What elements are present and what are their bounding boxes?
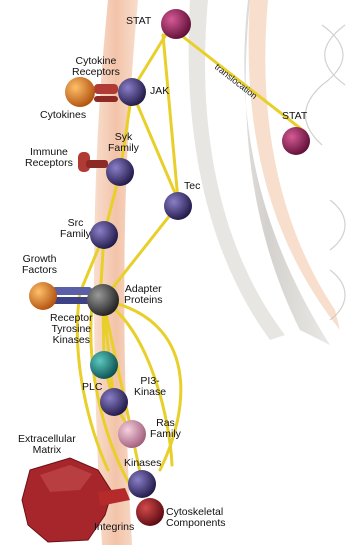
jak-molecule	[118, 78, 146, 106]
kinase-molecule	[128, 470, 156, 498]
plc-label: PLC	[82, 382, 102, 393]
cytoskeletal-molecule	[136, 498, 164, 526]
stat-nucleus-label: STAT	[282, 111, 307, 122]
growth-factor-molecule	[29, 282, 57, 310]
cytokine-molecule	[65, 77, 95, 107]
receptor-tyrosine-kinases-label: Receptor Tyrosine Kinases	[50, 313, 93, 346]
pi3-kinase-label: PI3-Kinase	[134, 376, 166, 398]
cytokine-receptor	[94, 84, 118, 102]
integrins-label: Integrins	[94, 522, 134, 533]
stat-top-label: STAT	[126, 16, 151, 27]
syk-molecule	[106, 158, 134, 186]
kinases-label: Kinases	[124, 458, 161, 469]
tec-molecule	[164, 192, 192, 220]
cytokines-label: Cytokines	[40, 110, 86, 121]
src-molecule	[90, 221, 118, 249]
tec-label: Tec	[184, 181, 200, 192]
stat-molecule-top	[161, 9, 191, 39]
receptor-tyrosine-kinase	[52, 287, 92, 304]
stat-molecule-nucleus	[282, 127, 310, 155]
jak-label: JAK	[150, 86, 169, 97]
pi3-kinase-molecule	[100, 388, 128, 416]
ras-molecule	[118, 420, 146, 448]
plc-molecule	[90, 351, 118, 379]
nuclear-envelope-edge	[249, 0, 340, 330]
